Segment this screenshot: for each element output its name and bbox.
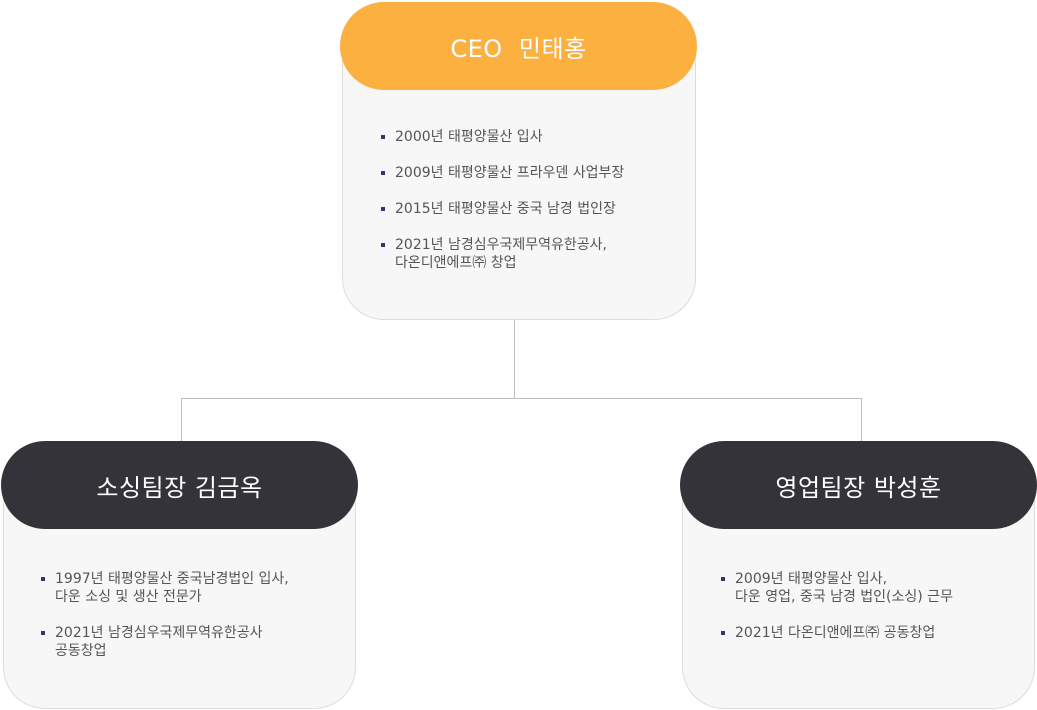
sales-header: 영업팀장 박성훈 — [680, 441, 1037, 529]
ceo-career-line: 2009년 태평양물산 프라우덴 사업부장 — [395, 165, 625, 181]
sales-career-line: 다운 영업, 중국 남경 법인(소싱) 근무 — [735, 589, 953, 605]
connector-ceo-down — [514, 319, 515, 399]
ceo-career-line: 2000년 태평양물산 입사 — [395, 129, 543, 145]
ceo-career-item: 2015년 태평양물산 중국 남경 법인장 — [381, 200, 681, 218]
ceo-career-item: 2000년 태평양물산 입사 — [381, 128, 681, 146]
connector-right-down — [861, 398, 862, 442]
sales-career-item: 2021년 다온디앤에프㈜ 공동창업 — [721, 624, 1021, 642]
ceo-career-list: 2000년 태평양물산 입사 2009년 태평양물산 프라우덴 사업부장 2015년… — [381, 128, 681, 290]
sales-title: 영업팀장 박성훈 — [775, 473, 942, 502]
ceo-title: CEO 민태홍 — [450, 34, 587, 63]
ceo-career-item: 2009년 태평양물산 프라우덴 사업부장 — [381, 164, 681, 182]
ceo-career-line: 2021년 남경심우국제무역유한공사, — [395, 237, 607, 253]
sales-career-line: 2009년 태평양물산 입사, — [735, 571, 888, 587]
sourcing-career-list: 1997년 태평양물산 중국남경법인 입사, 다운 소싱 및 생산 전문가 2021… — [41, 570, 341, 678]
sourcing-career-line: 다운 소싱 및 생산 전문가 — [55, 589, 202, 605]
sourcing-career-line: 2021년 남경심우국제무역유한공사 — [55, 625, 263, 641]
connector-left-down — [181, 398, 182, 442]
connector-horizontal — [181, 398, 862, 399]
ceo-header: CEO 민태홍 — [340, 2, 697, 90]
sourcing-career-line: 공동창업 — [55, 643, 107, 659]
sourcing-title: 소싱팀장 김금옥 — [96, 473, 263, 502]
sourcing-career-item: 1997년 태평양물산 중국남경법인 입사, 다운 소싱 및 생산 전문가 — [41, 570, 341, 606]
ceo-career-item: 2021년 남경심우국제무역유한공사, 다온디앤에프㈜ 창업 — [381, 236, 681, 272]
sourcing-career-line: 1997년 태평양물산 중국남경법인 입사, — [55, 571, 289, 587]
ceo-career-line: 2015년 태평양물산 중국 남경 법인장 — [395, 201, 616, 217]
ceo-career-line: 다온디앤에프㈜ 창업 — [395, 255, 517, 271]
sales-career-item: 2009년 태평양물산 입사, 다운 영업, 중국 남경 법인(소싱) 근무 — [721, 570, 1021, 606]
sourcing-header: 소싱팀장 김금옥 — [1, 441, 358, 529]
sales-career-list: 2009년 태평양물산 입사, 다운 영업, 중국 남경 법인(소싱) 근무 202… — [721, 570, 1021, 660]
sales-career-line: 2021년 다온디앤에프㈜ 공동창업 — [735, 625, 936, 641]
